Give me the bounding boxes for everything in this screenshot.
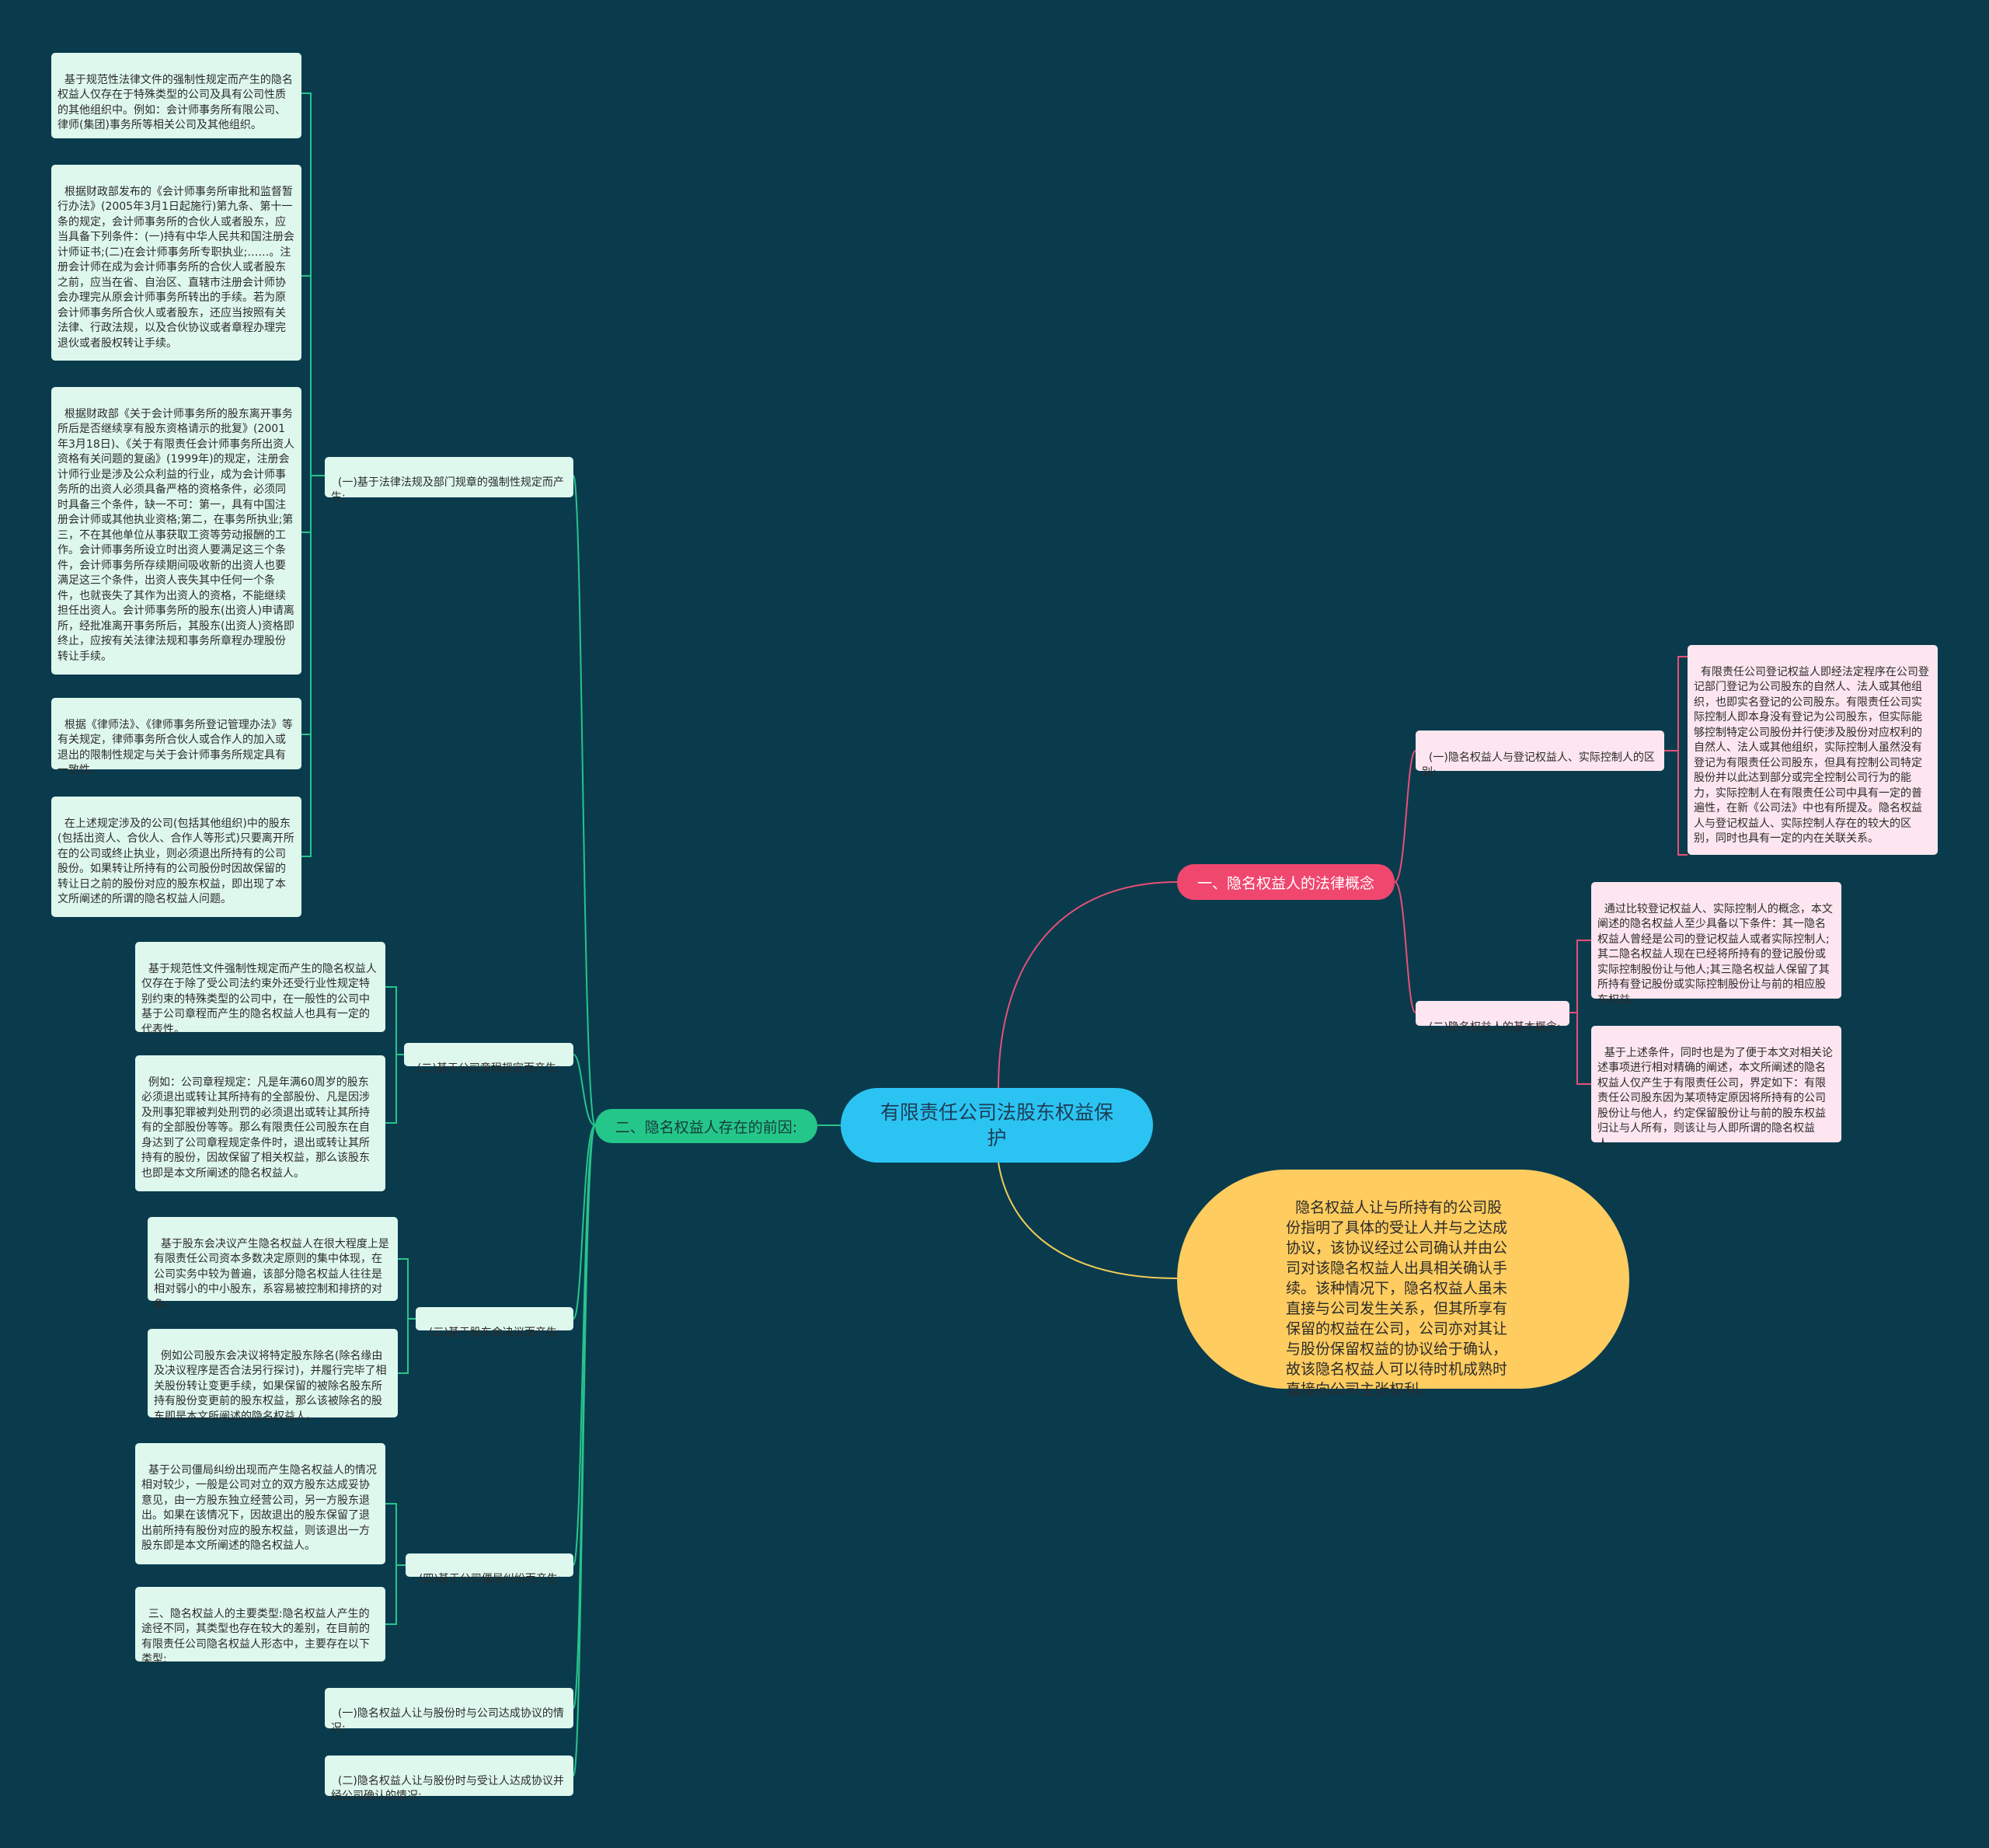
concept-basic-text-1[interactable]: 通过比较登记权益人、实际控制人的概念，本文阐述的隐名权益人至少具备以下条件：其一… [1591,882,1841,1006]
branch-preconditions[interactable]: 二、隐名权益人存在的前因: [595,1109,817,1143]
summary-oval[interactable]: 隐名权益人让与所持有的公司股份指明了具体的受让人并与之达成协议，该协议经过公司确… [1177,1170,1629,1398]
concept-distinction-text[interactable]: 有限责任公司登记权益人即经法定程序在公司登记部门登记为公司股东的自然人、法人或其… [1688,645,1938,855]
precond-deadlock-leaf-2[interactable]: 三、隐名权益人的主要类型:隐名权益人产生的途径不同，其类型也存在较大的差别，在目… [135,1587,385,1665]
precond-charter-leaf-2[interactable]: 例如：公司章程规定：凡是年满60周岁的股东必须退出或转让其所持有的全部股份、凡是… [135,1055,385,1191]
central-topic[interactable]: 有限责任公司法股东权益保护 [841,1088,1153,1163]
leaf-text: 基于规范性文件强制性规定而产生的隐名权益人仅存在于除了受公司法约束外还受行业性规… [141,962,377,1036]
leaf-text: 根据财政部发布的《会计师事务所审批和监督暂行办法》(2005年3月1日起施行)第… [57,185,294,350]
central-topic-label: 有限责任公司法股东权益保护 [880,1101,1113,1149]
precond-sub-charter-label: (二)基于公司章程规定而产生: [416,1062,560,1075]
concept-sub-basic[interactable]: (二)隐名权益人的基本概念: [1416,1001,1569,1034]
leaf-text: 在上述规定涉及的公司(包括其他组织)中的股东(包括出资人、合伙人、合作人等形式)… [57,817,294,906]
leaf-text: 根据《律师法》、《律师事务所登记管理办法》等有关规定，律师事务所合伙人或合作人的… [57,718,293,777]
precond-type-company-agreement[interactable]: (一)隐名权益人让与股份时与公司达成协议的情况: [325,1688,573,1735]
leaf-text: 基于规范性法律文件的强制性规定而产生的隐名权益人仅存在于特殊类型的公司及具有公司… [57,73,293,132]
leaf-text: 三、隐名权益人的主要类型:隐名权益人产生的途径不同，其类型也存在较大的差别，在目… [141,1607,370,1666]
precond-sub-charter[interactable]: (二)基于公司章程规定而产生: [404,1043,573,1075]
precond-type-company-agreement-label: (一)隐名权益人让与股份时与公司达成协议的情况: [331,1707,564,1735]
precond-sub-legal-label: (一)基于法律法规及部门规章的强制性规定而产生: [331,476,564,504]
concept-basic-body-2: 基于上述条件，同时也是为了便于本文对相关论述事项进行相对精确的阐述，本文所阐述的… [1597,1046,1833,1150]
concept-basic-text-2[interactable]: 基于上述条件，同时也是为了便于本文对相关论述事项进行相对精确的阐述，本文所阐述的… [1591,1026,1841,1150]
summary-oval-text: 隐名权益人让与所持有的公司股份指明了具体的受让人并与之达成协议，该协议经过公司确… [1286,1199,1508,1398]
concept-basic-body-1: 通过比较登记权益人、实际控制人的概念，本文阐述的隐名权益人至少具备以下条件：其一… [1597,902,1833,1006]
precond-type-transferee-agreement[interactable]: (二)隐名权益人让与股份时与受让人达成协议并经公司确认的情况: [325,1756,573,1802]
leaf-text: 基于公司僵局纠纷出现而产生隐名权益人的情况相对较少，一般是公司对立的双方股东达成… [141,1463,377,1553]
leaf-text: 基于股东会决议产生隐名权益人在很大程度上是有限责任公司资本多数决定原则的集中体现… [154,1237,389,1311]
leaf-text: 例如公司股东会决议将特定股东除名(除名缘由及决议程序是否合法另行探讨)，并履行完… [154,1349,387,1423]
leaf-text: 例如：公司章程规定：凡是年满60周岁的股东必须退出或转让其所持有的全部股份、凡是… [141,1076,370,1180]
link-root-oval [998,1162,1178,1279]
precond-sub-deadlock[interactable]: (四)基于公司僵局纠纷而产生: [406,1553,573,1585]
precond-sub-deadlock-label: (四)基于公司僵局纠纷而产生: [418,1572,562,1585]
precond-type-transferee-agreement-label: (二)隐名权益人让与股份时与受让人达成协议并经公司确认的情况: [331,1774,564,1803]
leaf-text: 根据财政部《关于会计师事务所的股东离开事务所后是否继续享有股东资格请示的批复》(… [57,407,295,663]
concept-sub-basic-label: (二)隐名权益人的基本概念: [1428,1020,1561,1034]
precond-sub-resolution-label: (三)基于股东会决议而产生: [428,1326,561,1339]
branch-legal-concept[interactable]: 一、隐名权益人的法律概念 [1177,864,1395,900]
branch-preconditions-label: 二、隐名权益人存在的前因: [615,1118,798,1136]
precond-legal-leaf-5[interactable]: 在上述规定涉及的公司(包括其他组织)中的股东(包括出资人、合伙人、合作人等形式)… [51,797,301,917]
precond-resolution-leaf-1[interactable]: 基于股东会决议产生隐名权益人在很大程度上是有限责任公司资本多数决定原则的集中体现… [148,1217,398,1311]
precond-resolution-leaf-2[interactable]: 例如公司股东会决议将特定股东除名(除名缘由及决议程序是否合法另行探讨)，并履行完… [148,1329,398,1423]
link-root-concept [998,881,1178,1089]
precond-charter-leaf-1[interactable]: 基于规范性文件强制性规定而产生的隐名权益人仅存在于除了受公司法约束外还受行业性规… [135,942,385,1036]
precond-sub-resolution[interactable]: (三)基于股东会决议而产生: [416,1307,573,1339]
branch-legal-concept-label: 一、隐名权益人的法律概念 [1197,874,1374,892]
precond-legal-leaf-3[interactable]: 根据财政部《关于会计师事务所的股东离开事务所后是否继续享有股东资格请示的批复》(… [51,387,301,675]
precond-legal-leaf-4[interactable]: 根据《律师法》、《律师事务所登记管理办法》等有关规定，律师事务所合伙人或合作人的… [51,698,301,776]
concept-sub-distinction-label: (一)隐名权益人与登记权益人、实际控制人的区别: [1422,751,1655,779]
precond-legal-leaf-1[interactable]: 基于规范性法律文件的强制性规定而产生的隐名权益人仅存在于特殊类型的公司及具有公司… [51,53,301,138]
precond-deadlock-leaf-1[interactable]: 基于公司僵局纠纷出现而产生隐名权益人的情况相对较少，一般是公司对立的双方股东达成… [135,1443,385,1564]
precond-legal-leaf-2[interactable]: 根据财政部发布的《会计师事务所审批和监督暂行办法》(2005年3月1日起施行)第… [51,165,301,361]
precond-sub-legal[interactable]: (一)基于法律法规及部门规章的强制性规定而产生: [325,457,573,504]
concept-sub-distinction[interactable]: (一)隐名权益人与登记权益人、实际控制人的区别: [1416,730,1664,779]
concept-distinction-body: 有限责任公司登记权益人即经法定程序在公司登记部门登记为公司股东的自然人、法人或其… [1694,665,1929,846]
